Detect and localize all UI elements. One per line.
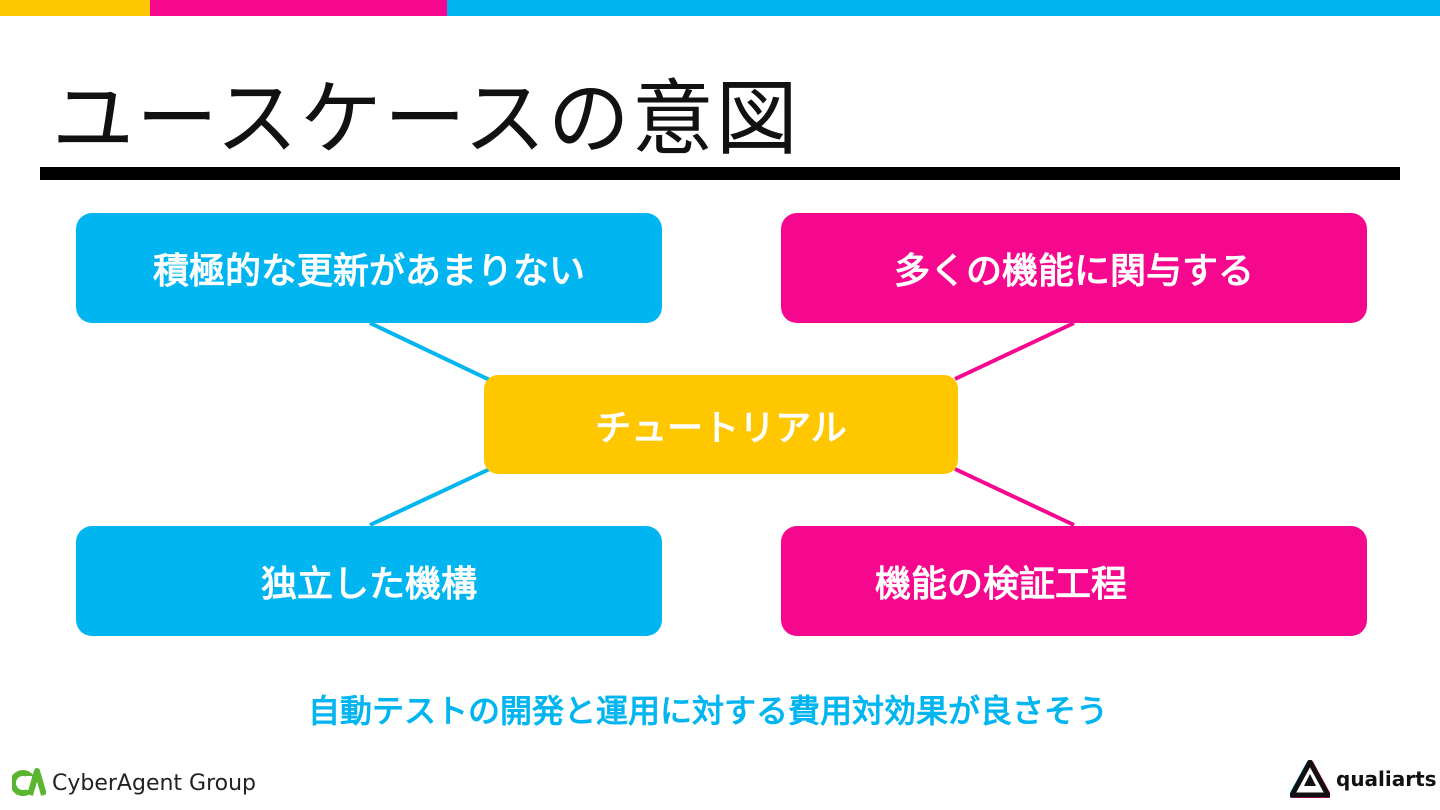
qualiarts-triangle-icon [1290,760,1330,798]
cyberagent-logo: CyberAgent Group [12,768,256,798]
top-bar-pink [150,0,447,16]
box-bottom-right-label: 機能の検証工程 [875,564,1128,605]
box-center: チュートリアル [484,375,958,474]
box-bottom-left: 独立した機構 [76,526,662,636]
title-underline [40,167,1400,180]
box-top-right-label: 多くの機能に関与する [893,251,1254,292]
connector-top-right [954,321,1075,381]
connector-bottom-right [954,467,1075,527]
connector-top-left [369,321,495,384]
box-top-left-label: 積極的な更新があまりない [152,251,585,292]
connector-bottom-left [369,465,495,527]
top-bar-cyan [447,0,1440,16]
box-bottom-right: 機能の検証工程 [781,526,1367,636]
qualiarts-logo-text: qualiarts [1336,767,1437,791]
box-top-left: 積極的な更新があまりない [76,213,662,323]
cyberagent-logo-text: CyberAgent Group [52,770,257,796]
qualiarts-logo: qualiarts [1290,760,1437,798]
slide-title: ユースケースの意図 [52,72,800,167]
top-bar-yellow [0,0,150,16]
slide-caption: 自動テストの開発と運用に対する費用対効果が良さそう [307,692,1108,730]
box-bottom-left-label: 独立した機構 [260,564,477,605]
cyberagent-mark-icon [12,768,46,796]
box-center-label: チュートリアル [595,407,847,449]
box-top-right: 多くの機能に関与する [781,213,1367,323]
